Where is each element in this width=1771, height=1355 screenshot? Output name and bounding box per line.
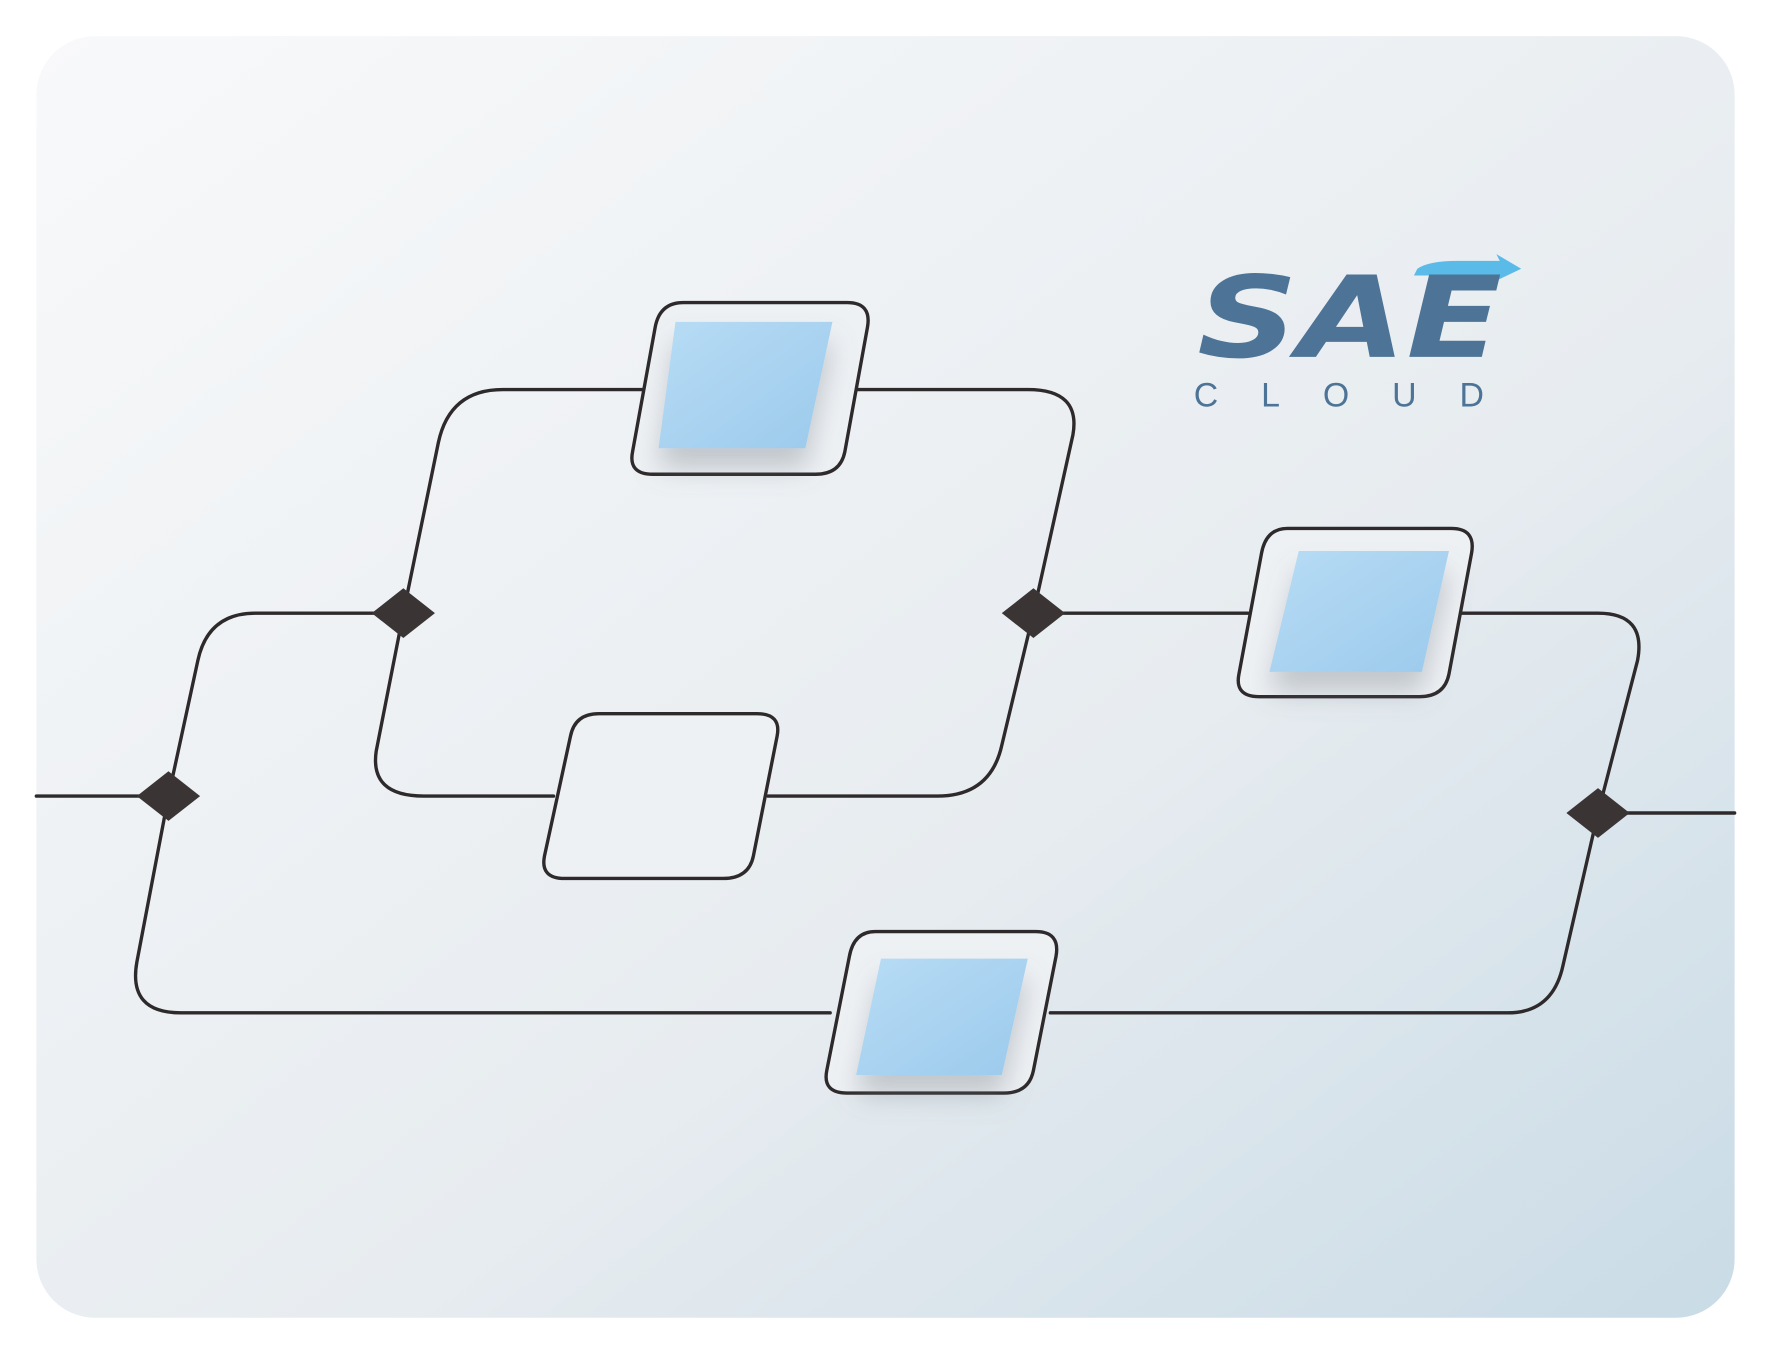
task-box-top[interactable] (630, 300, 870, 476)
diamond-merge (1001, 588, 1066, 638)
logo-text: SAE (1197, 252, 1502, 384)
arrow-icon (1413, 254, 1522, 283)
diamond-end (1566, 788, 1630, 838)
diamond-left (136, 771, 201, 821)
task-box-right[interactable] (1236, 526, 1474, 699)
sae-cloud-logo: SAE CLOUD (1194, 252, 1527, 415)
task-box-bottom[interactable] (824, 929, 1059, 1095)
empty-task-box[interactable] (542, 711, 780, 881)
card-background (36, 36, 1735, 1318)
logo-subtext: CLOUD (1194, 377, 1527, 415)
